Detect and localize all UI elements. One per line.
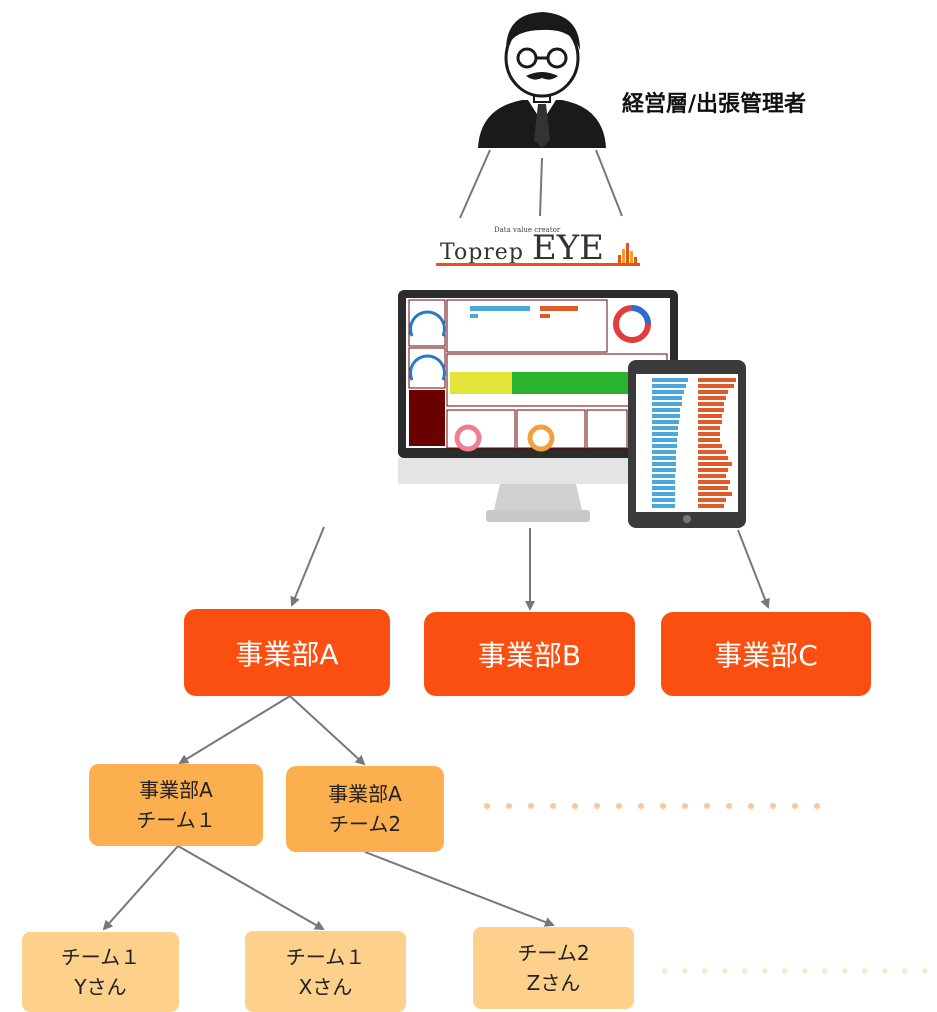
arrow-to-member-y [102,845,179,931]
arrow-to-member-x [177,845,325,930]
member-y-box: チーム１ Yさん [22,932,179,1012]
team-2-box: 事業部A チーム2 [286,766,444,852]
logo-word-eye: EYE [531,228,605,268]
logo-bars-icon [618,241,638,263]
division-c-box: 事業部C [661,612,871,696]
member-z-box: チーム2 Zさん [473,927,634,1009]
manager-person-icon [478,12,606,148]
logo-tagline: Data value creator [494,226,561,234]
tablet-icon [628,360,746,528]
toprep-eye-logo: Toprep EYE [440,228,604,268]
division-a-box: 事業部A [184,609,390,696]
arrow-to-division-c [737,529,770,609]
member-continuation-dots [662,968,928,974]
arrow-to-division-a [290,526,325,607]
member-x-box: チーム１ Xさん [245,931,406,1012]
role-title: 経営層/出張管理者 [622,92,807,117]
team-2-line2: チーム2 [328,812,402,836]
member-y-line1: チーム１ [60,945,141,969]
person-link-line [595,149,623,217]
person-link-line [539,157,543,217]
member-x-line2: Xさん [298,974,353,999]
logo-word-toprep: Toprep [440,240,524,265]
member-z-line1: チーム2 [517,941,590,965]
person-link-line [459,149,491,219]
logo-underline [436,263,640,266]
team-continuation-dots [484,803,820,809]
team-1-line1: 事業部A [139,778,213,802]
team-2-line1: 事業部A [328,782,402,806]
arrow-to-member-z [364,851,555,927]
team-1-box: 事業部A チーム１ [89,764,263,846]
team-1-line2: チーム１ [136,808,216,832]
division-b-box: 事業部B [424,612,635,696]
arrow-to-team-2 [289,695,366,766]
member-x-line1: チーム１ [285,944,366,969]
desktop-monitor-icon [398,290,678,522]
member-z-line2: Zさん [526,971,581,995]
member-y-line2: Yさん [74,975,127,999]
arrow-to-team-1 [178,695,291,765]
